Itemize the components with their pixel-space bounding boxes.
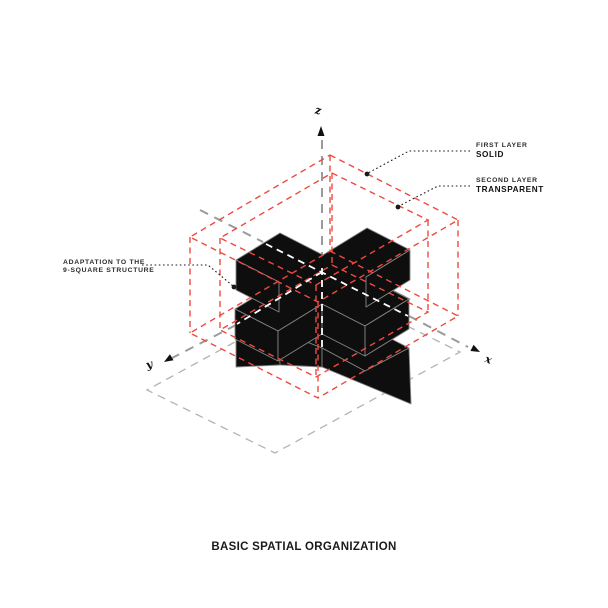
leader-dots — [231, 171, 401, 290]
annotation-second-layer-line1: SECOND LAYER — [476, 177, 538, 184]
axis-arrowheads — [164, 126, 480, 362]
lower-right-face — [321, 347, 412, 405]
y-arrowhead — [164, 354, 174, 362]
leader-first-layer — [367, 150, 470, 174]
annotation-first-layer-line1: FIRST LAYER — [476, 142, 528, 149]
cross-upper-layer — [234, 227, 411, 362]
z-arrowhead — [317, 126, 325, 136]
solid-cross-structure — [234, 227, 412, 405]
x-arrowhead — [470, 344, 480, 352]
second-layer-wireframe — [218, 172, 430, 378]
annotation-second-layer: SECOND LAYER TRANSPARENT — [476, 177, 544, 195]
annotation-adaptation-line2: 9-SQUARE STRUCTURE — [63, 267, 155, 275]
x-axis-overlay — [265, 243, 409, 317]
y-axis-front — [171, 324, 237, 359]
ground-plane — [145, 288, 462, 454]
leader-adaptation — [142, 264, 234, 287]
axes-over-solid — [236, 243, 409, 350]
upper-face-5 — [364, 298, 410, 357]
x-axis-front — [408, 315, 469, 348]
leader-dot-adaptation — [231, 284, 237, 290]
upper-face-1 — [235, 259, 280, 313]
annotation-first-layer: FIRST LAYER SOLID — [476, 142, 528, 160]
inner-box-bottom-face — [218, 264, 430, 378]
annotation-adaptation-line1: ADAPTATION TO THE — [63, 259, 146, 266]
annotation-adaptation: ADAPTATION TO THE 9-SQUARE STRUCTURE — [63, 259, 155, 275]
annotation-first-layer-line2: SOLID — [476, 150, 505, 160]
y-axis-overlay — [236, 271, 323, 325]
upper-face-6 — [365, 249, 411, 308]
annotation-second-layer-line2: TRANSPARENT — [476, 185, 544, 195]
diagram-title: BASIC SPATIAL ORGANIZATION — [211, 541, 397, 553]
leader-dot-second-layer — [395, 204, 401, 210]
leader-dot-first-layer — [364, 171, 370, 177]
leader-lines — [142, 150, 470, 287]
x-axis-back — [199, 209, 264, 243]
first-layer-wireframe — [188, 154, 460, 399]
axes — [171, 140, 469, 359]
